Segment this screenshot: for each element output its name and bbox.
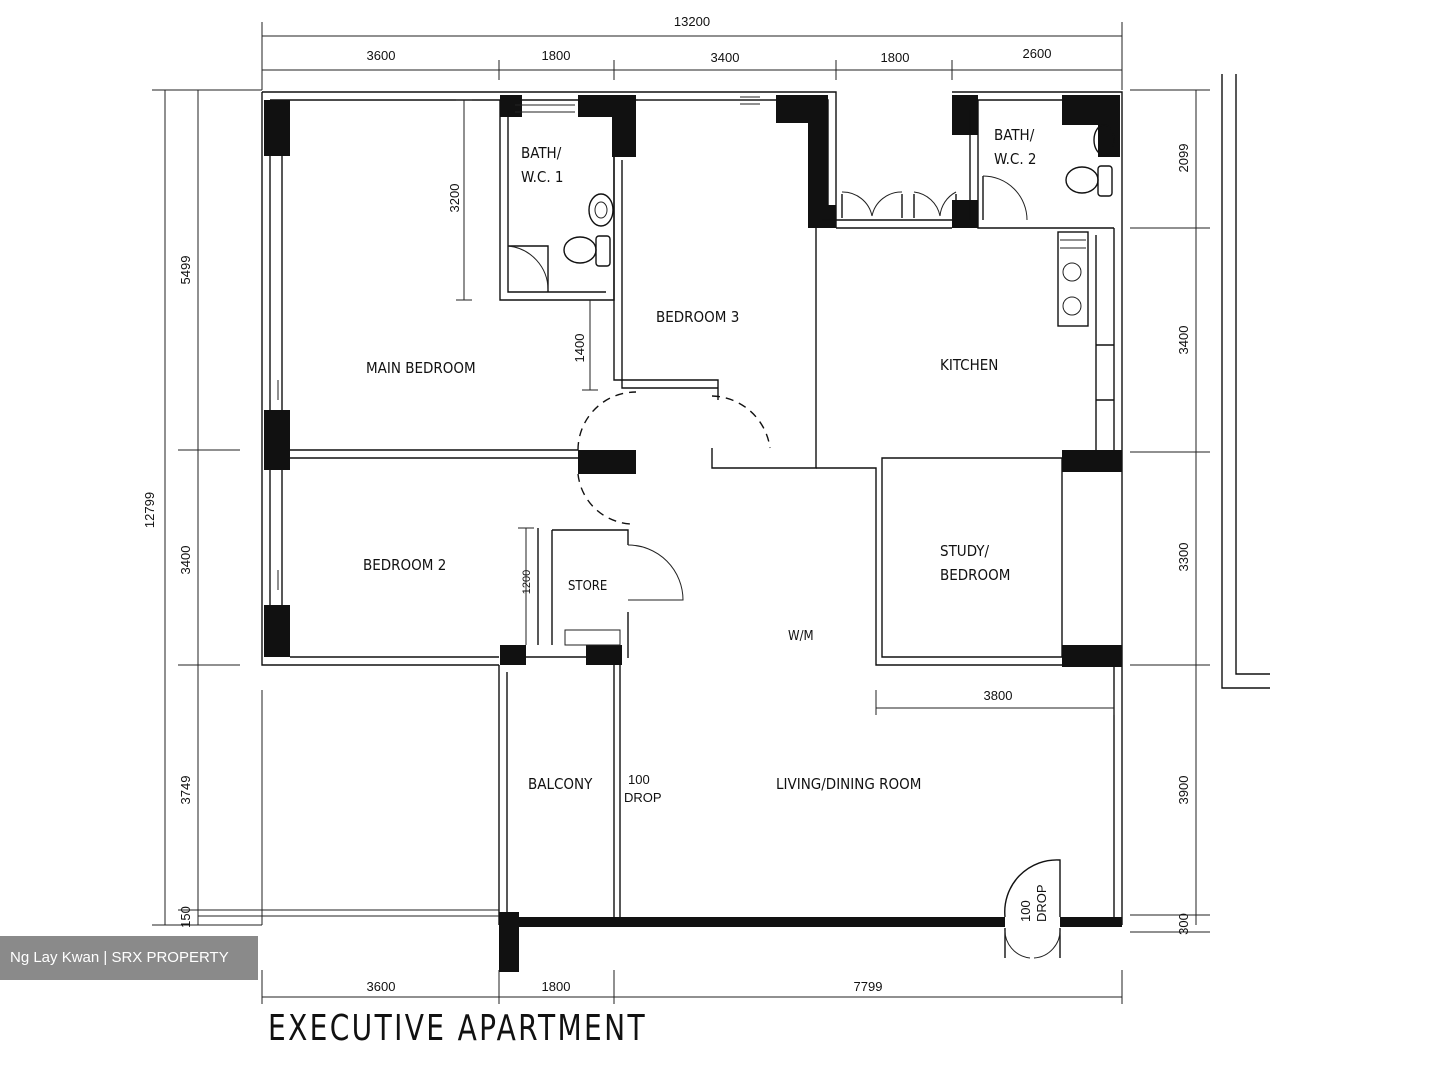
label-bath2-a: BATH/ [994, 126, 1035, 144]
label-store: STORE [568, 579, 607, 594]
dim-right-3: 3900 [1176, 776, 1191, 805]
dim-right-0: 2099 [1176, 144, 1191, 173]
dim-top-total: 13200 [674, 14, 710, 29]
label-drop-a: 100 [628, 772, 650, 787]
dim-left-3: 150 [178, 906, 193, 928]
label-bath1-a: BATH/ [521, 144, 562, 162]
dim-inner-store: 1200 [521, 570, 533, 594]
dim-top-0: 3600 [367, 48, 396, 63]
right-dimensions: 2099 3400 3300 3900 300 [1130, 89, 1210, 935]
sink-icon [588, 193, 614, 227]
dim-left-0: 5499 [178, 256, 193, 285]
dim-top-3: 1800 [881, 50, 910, 65]
left-dimensions: 12799 5499 3400 3749 150 [142, 89, 262, 928]
plan-title: EXECUTIVE APARTMENT [268, 1008, 647, 1049]
outer-walls [198, 91, 1123, 972]
dim-inner-1400: 1400 [572, 334, 587, 363]
label-study-b: BEDROOM [940, 566, 1010, 584]
dim-top-2: 3400 [711, 50, 740, 65]
dim-right-4: 300 [1176, 913, 1191, 935]
toilet-icon-2 [1065, 166, 1099, 194]
dim-right-2: 3300 [1176, 543, 1191, 572]
dim-top-4: 2600 [1023, 46, 1052, 61]
dim-bottom-1: 1800 [542, 979, 571, 994]
label-wm: W/M [788, 629, 814, 644]
dim-left-total: 12799 [142, 492, 157, 528]
label-drop-b: DROP [624, 790, 662, 805]
label-kitchen: KITCHEN [940, 356, 998, 374]
bottom-dimensions: 3600 1800 7799 [261, 970, 1123, 1004]
room-labels: BATH/ W.C. 1 BATH/ W.C. 2 BEDROOM 3 MAIN… [363, 126, 1049, 922]
label-drop-d: DROP [1034, 884, 1049, 922]
label-drop-c: 100 [1018, 900, 1033, 922]
fixtures [456, 99, 1115, 715]
label-bedroom3: BEDROOM 3 [656, 308, 739, 326]
label-bath1-b: W.C. 1 [521, 168, 564, 186]
interior-walls [269, 96, 1114, 918]
watermark-badge: Ng Lay Kwan | SRX PROPERTY [0, 936, 258, 980]
toilet-icon [563, 236, 597, 264]
top-dimensions: 13200 3600 1800 3400 1800 2600 [261, 14, 1123, 90]
dim-left-1: 3400 [178, 546, 193, 575]
label-bedroom2: BEDROOM 2 [363, 556, 446, 574]
label-living: LIVING/DINING ROOM [776, 775, 921, 793]
label-balcony: BALCONY [528, 775, 593, 793]
dim-bottom-2: 7799 [854, 979, 883, 994]
dim-right-1: 3400 [1176, 326, 1191, 355]
dim-left-2: 3749 [178, 776, 193, 805]
label-bath2-b: W.C. 2 [994, 150, 1037, 168]
label-study-a: STUDY/ [940, 542, 990, 560]
kitchen-sink-icon [1057, 231, 1089, 327]
columns [264, 95, 1122, 667]
dim-top-1: 1800 [542, 48, 571, 63]
label-main-bedroom: MAIN BEDROOM [366, 359, 476, 377]
dim-bottom-0: 3600 [367, 979, 396, 994]
corridor-rail [1221, 74, 1270, 689]
dim-inner-3800: 3800 [984, 688, 1013, 703]
sink-icon-2 [1093, 124, 1115, 156]
dim-inner-3200: 3200 [447, 184, 462, 213]
door-swings [507, 175, 1061, 959]
